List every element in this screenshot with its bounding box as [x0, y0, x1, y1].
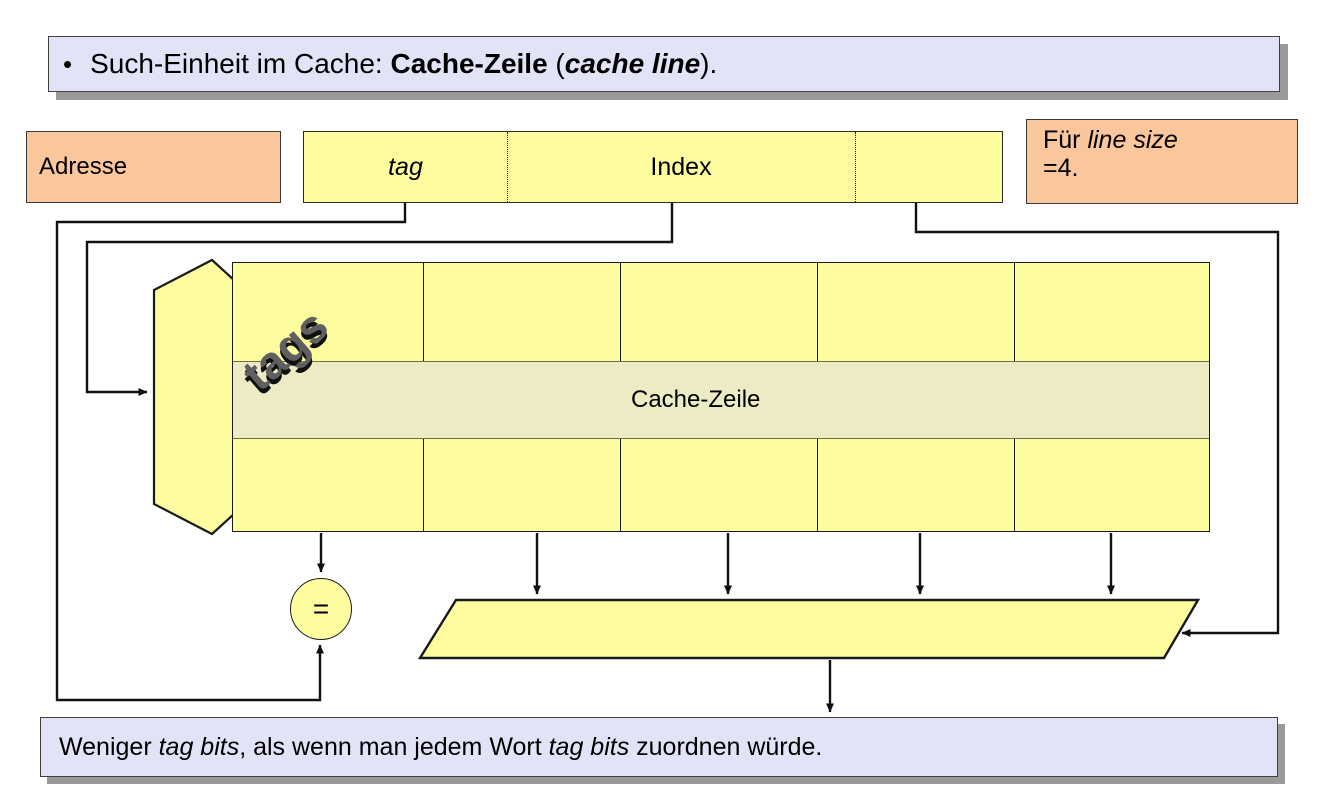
caption-text: Weniger tag bits, als wenn man jedem Wor…	[59, 733, 822, 762]
title-part-3: cache line	[564, 48, 701, 79]
note-italic: line size	[1087, 126, 1178, 154]
address-field-index-label: Index	[650, 152, 712, 181]
title-part-4: ).	[700, 48, 718, 79]
cache-column-tag	[233, 263, 424, 531]
address-field-bar: tag Index	[303, 131, 1003, 203]
tag-comparator: =	[290, 578, 352, 640]
address-field-index: Index	[507, 132, 855, 202]
word-multiplexer	[418, 598, 1200, 660]
index-decoder	[152, 258, 236, 536]
address-label-box: Adresse	[26, 131, 281, 203]
address-divider-1	[507, 132, 508, 202]
title-part-1: Cache-Zeile	[390, 48, 548, 79]
caption-part-1: tag bits	[158, 732, 240, 761]
address-field-offset	[855, 132, 1004, 202]
caption-box: Weniger tag bits, als wenn man jedem Wor…	[40, 717, 1278, 777]
note-prefix: Für	[1043, 126, 1088, 154]
cache-column-w3	[1014, 263, 1211, 531]
cache-column-w1	[620, 263, 818, 531]
caption-part-2: , als wenn man jedem Wort	[239, 732, 549, 761]
line-size-note-box: Für line size =4.	[1026, 119, 1298, 204]
cache-array: Cache-Zeile tags	[232, 262, 1210, 532]
caption-part-3: tag bits	[548, 732, 630, 761]
title-part-0: Such-Einheit im Cache:	[90, 48, 391, 79]
cache-column-w0	[423, 263, 621, 531]
line-size-note-line2: =4.	[1043, 154, 1079, 182]
caption-part-4: zuordnen würde.	[629, 732, 823, 761]
bullet-icon: •	[63, 49, 73, 79]
page-title: Such-Einheit im Cache: Cache-Zeile (cach…	[90, 48, 717, 80]
caption-part-0: Weniger	[59, 732, 159, 761]
address-label-text: Adresse	[39, 153, 128, 180]
address-divider-2	[855, 132, 856, 202]
title-part-2: (	[547, 48, 565, 79]
address-field-tag: tag	[304, 132, 507, 202]
comparator-symbol: =	[312, 593, 330, 624]
slide-title-box: • Such-Einheit im Cache: Cache-Zeile (ca…	[48, 36, 1280, 92]
line-size-note-line1: Für line size	[1043, 126, 1297, 154]
address-field-tag-label: tag	[388, 152, 423, 181]
cache-column-w2	[817, 263, 1015, 531]
